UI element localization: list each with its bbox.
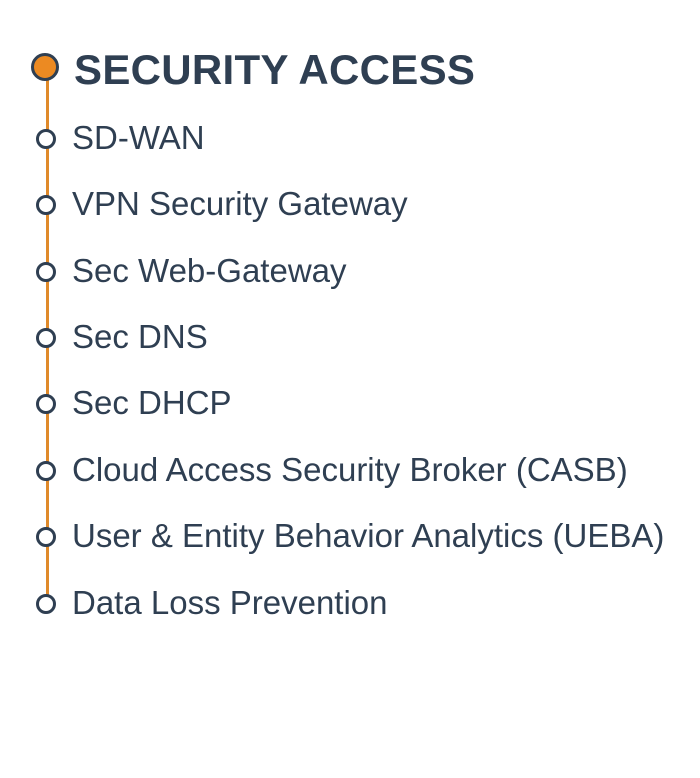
timeline-item-label: VPN Security Gateway xyxy=(72,185,408,222)
timeline-item-label: Sec Web-Gateway xyxy=(72,252,347,289)
timeline-item-casb: Cloud Access Security Broker (CASB) xyxy=(0,448,700,492)
timeline-item-label: Sec DNS xyxy=(72,318,208,355)
timeline-item-sd-wan: SD-WAN xyxy=(0,116,700,160)
timeline-item-label: Cloud Access Security Broker (CASB) xyxy=(72,451,628,488)
timeline-item-label: Sec DHCP xyxy=(72,384,232,421)
timeline-item-label: SD-WAN xyxy=(72,119,205,156)
timeline-item-label: User & Entity Behavior Analytics (UEBA) xyxy=(72,517,665,554)
timeline-node-dot xyxy=(36,262,56,282)
timeline-node-dot xyxy=(36,594,56,614)
timeline-node-dot xyxy=(36,394,56,414)
timeline-node-dot xyxy=(36,129,56,149)
timeline-item-sec-dns: Sec DNS xyxy=(0,315,700,359)
title-node-dot xyxy=(31,53,59,81)
timeline-item-vpn-security-gateway: VPN Security Gateway xyxy=(0,182,700,226)
timeline-node-dot xyxy=(36,195,56,215)
timeline-title: SECURITY ACCESS xyxy=(74,46,476,93)
timeline-item-data-loss-prevention: Data Loss Prevention xyxy=(0,581,700,625)
timeline-item-sec-dhcp: Sec DHCP xyxy=(0,381,700,425)
timeline-node-dot xyxy=(36,461,56,481)
timeline-item-sec-web-gateway: Sec Web-Gateway xyxy=(0,249,700,293)
timeline-item-ueba: User & Entity Behavior Analytics (UEBA) xyxy=(0,514,700,558)
timeline-item-label: Data Loss Prevention xyxy=(72,584,388,621)
timeline-node-dot xyxy=(36,328,56,348)
timeline-node-dot xyxy=(36,527,56,547)
